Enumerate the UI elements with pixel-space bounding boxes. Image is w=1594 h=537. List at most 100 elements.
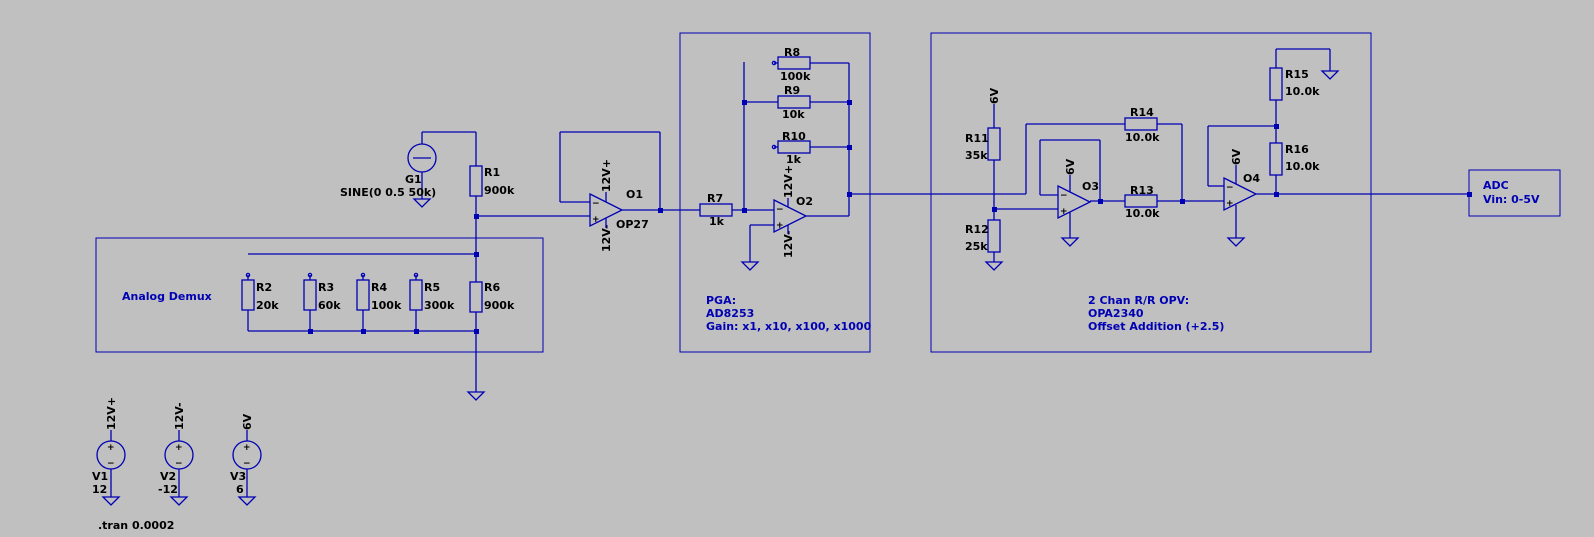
svg-text:−: − <box>243 459 251 469</box>
r16-value: 10.0k <box>1285 160 1320 173</box>
o3-name: O3 <box>1082 180 1099 193</box>
svg-text:+: + <box>107 443 115 453</box>
r11-net-6v: 6V <box>988 87 1001 104</box>
r11-name: R11 <box>965 132 989 145</box>
r4-name: R4 <box>371 281 387 294</box>
r2-name: R2 <box>256 281 272 294</box>
svg-text:+: + <box>1060 207 1068 217</box>
resistor-r3[interactable] <box>303 279 317 311</box>
svg-text:−: − <box>1060 191 1068 201</box>
opamp-o4[interactable]: − + <box>1223 176 1258 212</box>
opamp-o3[interactable]: − + <box>1057 184 1092 220</box>
v1-name: V1 <box>92 470 108 483</box>
adc-label-line1: ADC <box>1483 179 1509 192</box>
resistor-r11[interactable] <box>987 127 1001 161</box>
r16-name: R16 <box>1285 143 1309 156</box>
pga-label-line2: AD8253 <box>706 307 754 320</box>
o4-name: O4 <box>1243 172 1260 185</box>
r1-name: R1 <box>484 166 500 179</box>
opv-label-line1: 2 Chan R/R OPV: <box>1088 294 1189 307</box>
resistor-r12[interactable] <box>987 219 1001 253</box>
ground-symbol <box>1060 237 1080 247</box>
svg-text:−: − <box>1226 183 1234 193</box>
svg-text:−: − <box>776 205 784 215</box>
resistor-r16[interactable] <box>1269 142 1283 176</box>
g1-current-source[interactable] <box>407 132 437 199</box>
voltage-source-v2[interactable]: + − <box>164 430 194 506</box>
resistor-r9[interactable] <box>777 95 811 109</box>
pga-label-line3: Gain: x1, x10, x100, x1000 <box>706 320 872 333</box>
r13-name: R13 <box>1130 184 1154 197</box>
opv-block <box>930 32 1372 353</box>
svg-text:−: − <box>592 199 600 209</box>
svg-text:+: + <box>175 443 183 453</box>
o1-vpos-net: 12V+ <box>600 159 613 192</box>
r12-name: R12 <box>965 223 989 236</box>
ground-symbol <box>984 261 1004 271</box>
r7-name: R7 <box>707 192 723 205</box>
svg-text:+: + <box>1226 199 1234 209</box>
resistor-r15[interactable] <box>1269 67 1283 101</box>
r1-value: 900k <box>484 184 515 197</box>
svg-text:+: + <box>592 215 600 225</box>
r9-name: R9 <box>784 84 800 97</box>
resistor-r4[interactable] <box>356 279 370 311</box>
voltage-source-v3[interactable]: + − <box>232 430 262 506</box>
o1-model: OP27 <box>616 218 649 231</box>
ground-symbol <box>466 391 486 401</box>
r7-value: 1k <box>709 215 725 228</box>
v2-net: 12V- <box>173 402 186 430</box>
g1-value: SINE(0 0.5 50k) <box>340 186 436 199</box>
resistor-r5[interactable] <box>409 279 423 311</box>
o2-vpos-net: 12V+ <box>782 165 795 198</box>
resistor-r6[interactable] <box>469 281 483 313</box>
r12-value: 25k <box>965 240 988 253</box>
adc-label-line2: Vin: 0-5V <box>1483 193 1540 206</box>
voltage-source-v1[interactable]: + − <box>96 430 126 506</box>
o4-vpos-net: 6V <box>1230 148 1243 165</box>
r8-name: R8 <box>784 46 800 59</box>
o2-name: O2 <box>796 195 813 208</box>
r10-name: R10 <box>782 130 806 143</box>
opamp-o2[interactable]: − + <box>773 198 808 234</box>
opv-label-line2: OPA2340 <box>1088 307 1144 320</box>
r8-value: 100k <box>780 70 811 83</box>
r5-value: 300k <box>424 299 455 312</box>
r11-value: 35k <box>965 149 988 162</box>
r15-value: 10.0k <box>1285 85 1320 98</box>
r6-name: R6 <box>484 281 500 294</box>
r6-value: 900k <box>484 299 515 312</box>
o2-vneg-net: 12V- <box>782 230 795 258</box>
svg-text:−: − <box>107 459 115 469</box>
analog-demux-block <box>95 237 544 353</box>
r3-value: 60k <box>318 299 341 312</box>
g1-name: G1 <box>405 173 422 186</box>
resistor-r1[interactable] <box>469 165 483 197</box>
ground-symbol <box>1320 70 1340 80</box>
v3-value: 6 <box>236 483 244 496</box>
resistor-r14[interactable] <box>1124 117 1158 131</box>
o1-vneg-net: 12V- <box>600 224 613 252</box>
r15-name: R15 <box>1285 68 1309 81</box>
spice-directive[interactable]: .tran 0.0002 <box>98 519 174 532</box>
demux-label: Analog Demux <box>122 290 212 303</box>
ground-symbol <box>740 261 760 271</box>
r10-value: 1k <box>786 153 802 166</box>
v2-name: V2 <box>160 470 176 483</box>
r14-value: 10.0k <box>1125 131 1160 144</box>
pga-label-line1: PGA: <box>706 294 736 307</box>
svg-text:+: + <box>776 221 784 231</box>
svg-text:−: − <box>175 459 183 469</box>
r2-value: 20k <box>256 299 279 312</box>
resistor-r2[interactable] <box>241 279 255 311</box>
v2-value: -12 <box>158 483 178 496</box>
r3-name: R3 <box>318 281 334 294</box>
o3-vpos-net: 6V <box>1064 158 1077 175</box>
ground-symbol <box>412 198 432 208</box>
r9-value: 10k <box>782 108 805 121</box>
r4-value: 100k <box>371 299 402 312</box>
v3-net: 6V <box>241 413 254 430</box>
opv-label-line3: Offset Addition (+2.5) <box>1088 320 1224 333</box>
v1-value: 12 <box>92 483 107 496</box>
